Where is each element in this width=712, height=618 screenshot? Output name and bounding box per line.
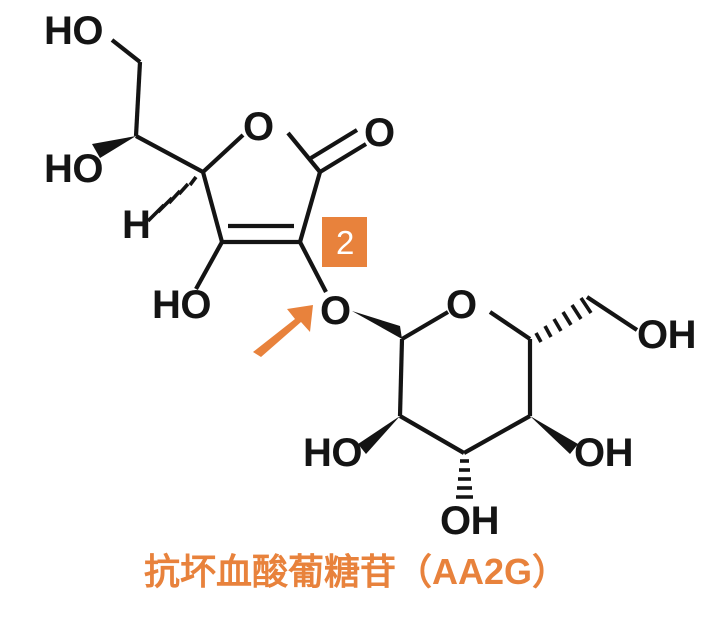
atom-label-glucose-ho-c2: HO bbox=[303, 431, 362, 475]
figure-caption: 抗坏血酸葡糖苷（AA2G） bbox=[143, 551, 569, 592]
atom-label-glucose-oh-c3: OH bbox=[440, 499, 499, 543]
atom-label-ho-c3: HO bbox=[152, 283, 211, 327]
atom-label-glucose-ring-o: O bbox=[446, 283, 477, 327]
position-2-badge-label: 2 bbox=[336, 224, 354, 261]
atom-label-ho-c6: HO bbox=[44, 9, 103, 53]
atom-label-ho-c5: HO bbox=[44, 147, 103, 191]
bond-c3-oh bbox=[194, 240, 224, 291]
hash-wedge-c3p-oh bbox=[456, 459, 473, 499]
bond-c1-c2 bbox=[297, 171, 323, 243]
atom-label-carbonyl-o: O bbox=[364, 111, 395, 155]
atom-label-glucose-oh-c6: OH bbox=[637, 313, 696, 357]
bond-ho-c6 bbox=[110, 38, 142, 64]
hash-wedge-c4-h bbox=[146, 175, 198, 223]
wedge-glycosidic-bond bbox=[352, 311, 402, 339]
highlight-arrow-icon bbox=[253, 305, 313, 357]
bond-c3p-c2p bbox=[398, 414, 466, 455]
bond-c2p-c1p bbox=[397, 338, 405, 417]
bond-c1-o-inner bbox=[309, 128, 359, 160]
atom-label-glucose-oh-c4: OH bbox=[574, 431, 633, 475]
bond-c2-glycosidic-o bbox=[298, 241, 328, 293]
wedge-c5-oh bbox=[92, 136, 136, 158]
bond-c4p-c3p bbox=[462, 414, 532, 455]
atom-label-glycosidic-o: O bbox=[320, 289, 351, 333]
bond-c1-o-outer bbox=[318, 142, 368, 174]
bond-c6p-oh bbox=[585, 295, 639, 332]
wedge-c2p-oh bbox=[358, 416, 400, 454]
bond-ringo-c5p bbox=[488, 310, 532, 341]
bond-ringo-c1 bbox=[286, 131, 322, 174]
hash-wedge-c5p-c6p bbox=[534, 297, 593, 343]
wedge-c4p-oh bbox=[530, 416, 578, 454]
bond-c5-c4 bbox=[135, 134, 204, 174]
atom-label-ring-o: O bbox=[243, 105, 274, 149]
bond-c1p-ringo bbox=[400, 310, 450, 341]
position-2-badge bbox=[322, 217, 367, 267]
atom-label-h-c4: H bbox=[122, 203, 150, 247]
bond-c4-ringo bbox=[201, 133, 245, 174]
bond-c6-c5 bbox=[133, 61, 143, 137]
bond-c3-c4 bbox=[200, 171, 225, 243]
